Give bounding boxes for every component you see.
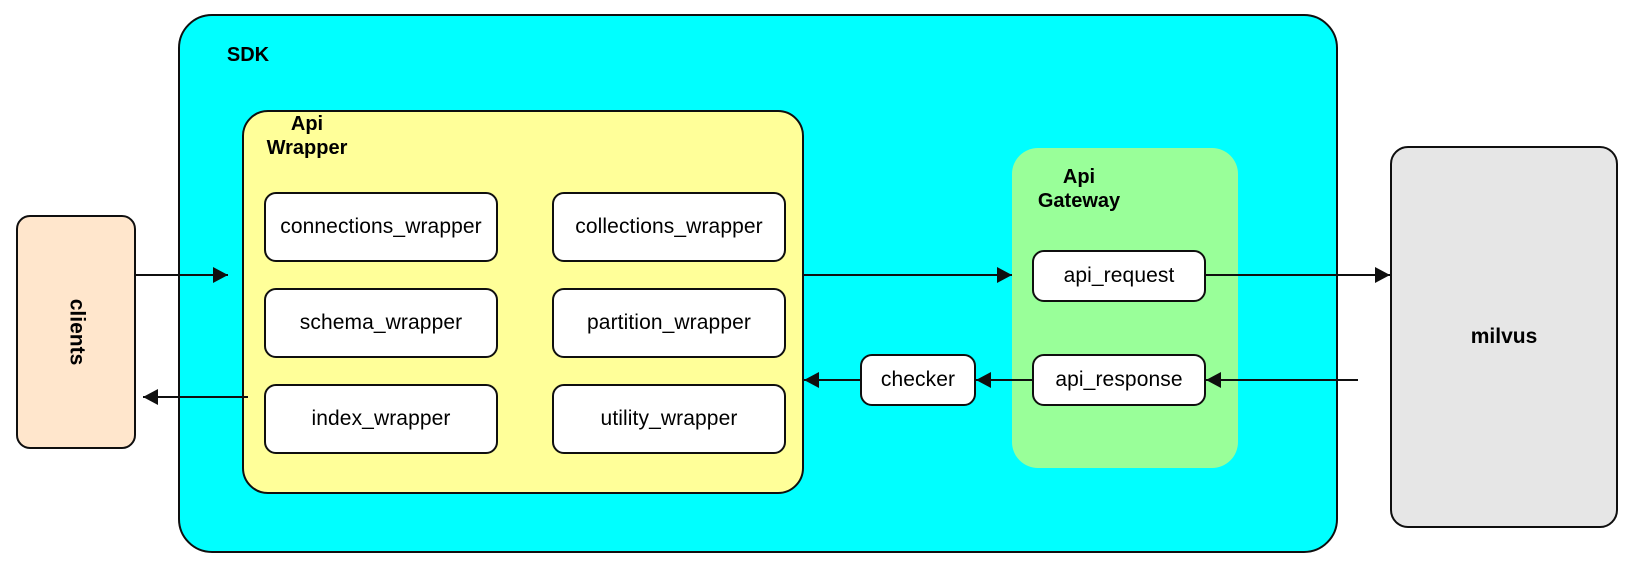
sdk-label: SDK	[226, 44, 270, 66]
arrow-sdk-to-clients-line	[143, 396, 248, 398]
arrow-milvus-to-response-line	[1206, 379, 1358, 381]
arrow-checker-to-wrapper-head	[804, 372, 819, 388]
api-request-box[interactable]: api_request	[1032, 250, 1206, 302]
arrow-response-to-checker-line	[976, 379, 1032, 381]
api-gateway-label: Api Gateway	[1037, 166, 1121, 212]
arrow-request-to-milvus-line	[1206, 274, 1390, 276]
checker-label: checker	[880, 368, 956, 391]
arrow-wrapper-to-gateway-head	[997, 267, 1012, 283]
partition-wrapper-label: partition_wrapper	[587, 311, 751, 334]
schema-wrapper-label: schema_wrapper	[299, 311, 463, 334]
partition-wrapper-box[interactable]: partition_wrapper	[552, 288, 786, 358]
arrow-milvus-to-response-head	[1206, 372, 1221, 388]
schema-wrapper-box[interactable]: schema_wrapper	[264, 288, 498, 358]
api-response-box[interactable]: api_response	[1032, 354, 1206, 406]
connections-wrapper-label: connections_wrapper	[280, 215, 482, 238]
arrow-clients-to-sdk-head	[213, 267, 228, 283]
clients-box[interactable]: clients	[16, 215, 136, 449]
utility-wrapper-label: utility_wrapper	[600, 407, 738, 430]
api-gateway-container	[1012, 148, 1238, 468]
utility-wrapper-box[interactable]: utility_wrapper	[552, 384, 786, 454]
index-wrapper-label: index_wrapper	[311, 407, 451, 430]
connections-wrapper-box[interactable]: connections_wrapper	[264, 192, 498, 262]
milvus-box[interactable]: milvus	[1390, 146, 1618, 528]
milvus-label: milvus	[1470, 325, 1538, 348]
arrow-request-to-milvus-head	[1375, 267, 1390, 283]
arrow-clients-to-sdk-line	[136, 274, 228, 276]
arrow-response-to-checker-head	[976, 372, 991, 388]
arrow-checker-to-wrapper-line	[804, 379, 860, 381]
arrow-sdk-to-clients-head	[143, 389, 158, 405]
collections-wrapper-label: collections_wrapper	[575, 215, 763, 238]
clients-label: clients	[65, 298, 88, 366]
api-request-label: api_request	[1063, 264, 1175, 287]
collections-wrapper-box[interactable]: collections_wrapper	[552, 192, 786, 262]
api-wrapper-label: Api Wrapper	[266, 113, 348, 159]
index-wrapper-box[interactable]: index_wrapper	[264, 384, 498, 454]
checker-box[interactable]: checker	[860, 354, 976, 406]
arrow-wrapper-to-gateway-line	[804, 274, 1012, 276]
api-response-label: api_response	[1055, 368, 1183, 391]
